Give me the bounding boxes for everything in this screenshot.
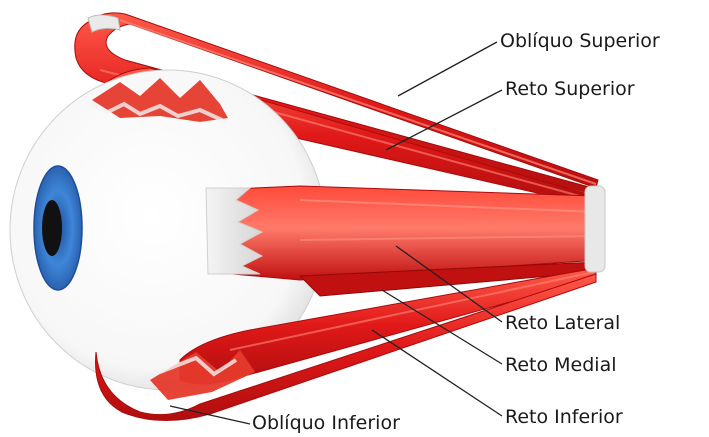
leader-line-obliquo-superior <box>398 42 497 96</box>
leader-line-reto-inferior <box>372 330 502 416</box>
label-reto-medial: Reto Medial <box>505 354 617 376</box>
label-reto-superior: Reto Superior <box>505 78 635 100</box>
label-reto-inferior: Reto Inferior <box>505 406 623 428</box>
pupil <box>42 200 62 256</box>
label-obliquo-inferior: Oblíquo Inferior <box>252 412 400 434</box>
label-reto-lateral: Reto Lateral <box>505 312 620 334</box>
label-obliquo-superior: Oblíquo Superior <box>500 30 660 52</box>
annulus-of-zinn <box>585 186 605 272</box>
